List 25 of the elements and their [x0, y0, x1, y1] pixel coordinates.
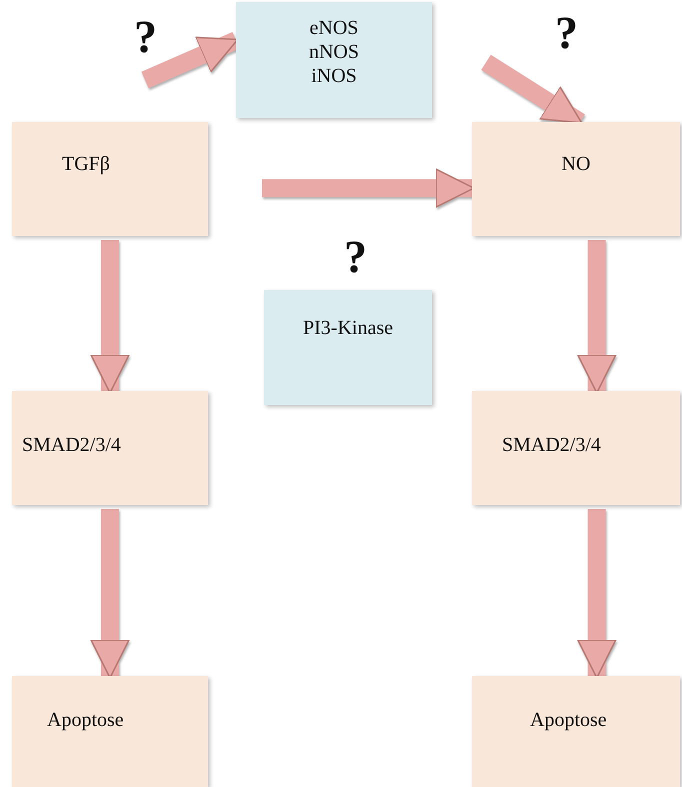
node-label: iNOS [310, 64, 358, 88]
process-box [472, 391, 680, 505]
arrow [577, 240, 616, 394]
edge-label: ? [555, 10, 578, 56]
edge-label: ? [134, 14, 157, 60]
process-box [472, 122, 680, 236]
node-label: TGFβ [62, 152, 111, 176]
node-label: Apoptose [47, 708, 125, 732]
node-label: SMAD2/3/4 [22, 433, 122, 457]
process-box [472, 676, 680, 787]
question-mark: ? [344, 234, 367, 280]
node-label: nNOS [308, 40, 360, 64]
process-box [264, 290, 432, 405]
node-label: NO [560, 152, 592, 176]
node-label: SMAD2/3/4 [502, 433, 602, 457]
node-label: Apoptose [530, 708, 608, 732]
process-box [12, 391, 208, 505]
node-label: PI3-Kinase [302, 316, 394, 340]
process-box [12, 676, 208, 787]
process-box [236, 2, 432, 118]
process-box [12, 122, 208, 236]
node-label: eNOS [308, 16, 360, 40]
arrow [90, 240, 130, 394]
arrow [577, 509, 616, 679]
arrow [90, 509, 130, 679]
